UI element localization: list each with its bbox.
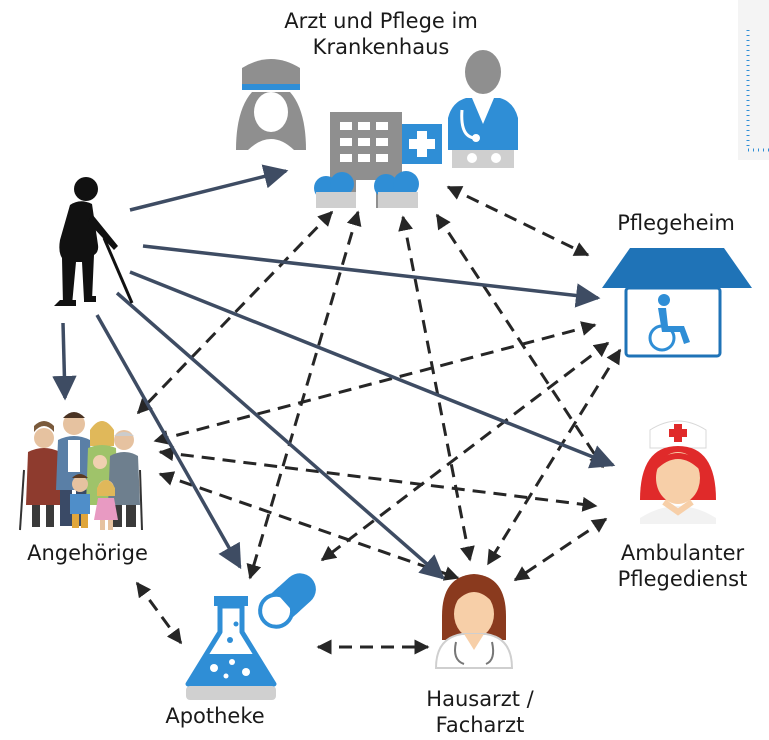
hospital-label-line2: Krankenhaus xyxy=(312,35,450,59)
dashed-arrow-hospital-doctor xyxy=(398,215,475,562)
doctor-label: Hausarzt / Facharzt xyxy=(400,686,560,738)
hospital-label: Arzt und Pflege im Krankenhaus xyxy=(236,8,526,60)
solid-arrow-patient-hospital xyxy=(129,164,289,212)
ambulant-care-label: Ambulanter Pflegedienst xyxy=(596,540,769,592)
doctor-label-line1: Hausarzt / xyxy=(426,687,534,711)
solid-arrows xyxy=(52,164,616,580)
ambulant-care-label-line1: Ambulanter xyxy=(620,541,745,565)
solid-arrow-patient-nursinghome xyxy=(142,244,601,308)
hospital-building-icon xyxy=(236,50,518,208)
dashed-arrow-ambulant-doctor xyxy=(513,517,608,582)
dashed-arrow-relatives-pharmacy xyxy=(135,581,183,645)
female-doctor-icon xyxy=(434,574,514,669)
nurse-icon xyxy=(640,420,716,524)
flask-pill-icon xyxy=(185,573,316,700)
elderly-person-with-cane-icon xyxy=(54,177,134,306)
dashed-arrow-hospital-nursinghome xyxy=(446,185,590,257)
doctor-label-line2: Facharzt xyxy=(435,713,525,737)
hospital-label-line1: Arzt und Pflege im xyxy=(284,9,478,33)
solid-arrow-patient-ambulant xyxy=(129,270,616,469)
doctor-silhouette-icon xyxy=(448,50,518,168)
building-icon xyxy=(314,112,442,208)
nursing-home-wheelchair-icon xyxy=(602,248,752,358)
dashed-arrow-relatives-doctor xyxy=(158,471,460,581)
ambulant-care-label-line2: Pflegedienst xyxy=(617,567,748,591)
pharmacy-label: Apotheke xyxy=(165,704,265,728)
solid-arrow-patient-doctor xyxy=(115,291,445,580)
nurse-silhouette-icon xyxy=(236,59,306,150)
relatives-label: Angehörige xyxy=(27,541,148,565)
nursing-home-label: Pflegeheim xyxy=(617,211,735,235)
family-group-icon xyxy=(19,412,143,531)
corner-decoration xyxy=(738,0,769,160)
solid-arrow-patient-pharmacy xyxy=(95,314,242,570)
solid-arrow-patient-relatives xyxy=(52,322,77,401)
dashed-arrows xyxy=(135,185,622,655)
